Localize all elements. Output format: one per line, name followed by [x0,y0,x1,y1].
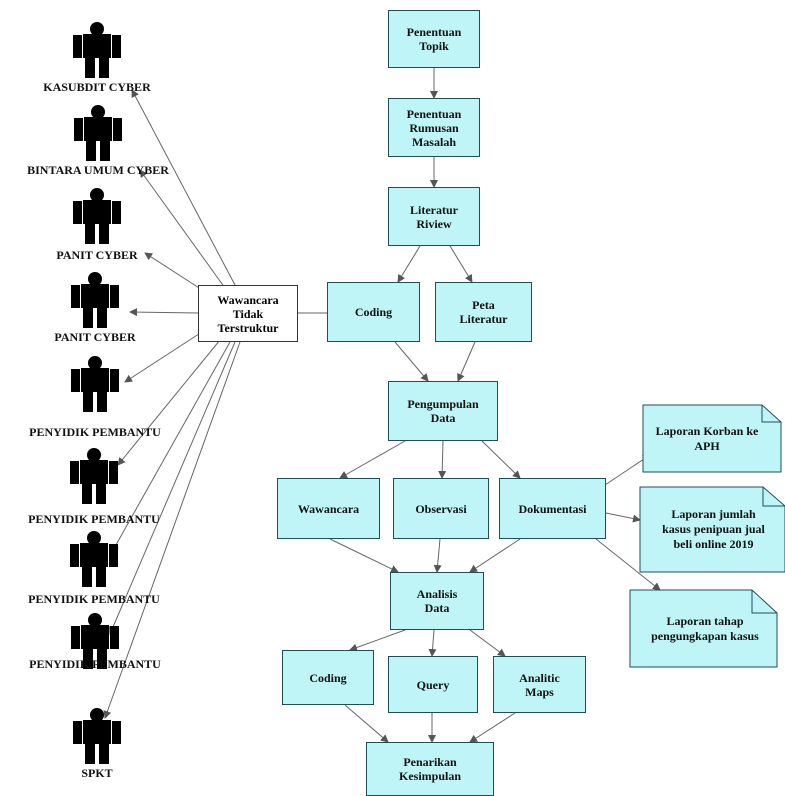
arrow-pengumpulan-dokumentasi [481,440,521,479]
box-label: Peta Literatur [459,298,508,326]
arrow-coding-penarikan [344,704,389,743]
box-wawancara-tidak-terstruktur: Wawancara Tidak Terstruktur [198,285,298,342]
box-query: Query [388,656,478,713]
box-label: Wawancara [297,501,360,516]
box-observasi: Observasi [393,478,489,539]
person-label: PANIT CYBER [54,330,136,344]
box-analisis-data: Analisis Data [390,572,484,630]
person-icon [73,708,121,764]
doc-label: Laporan jumlah kasus penipuan jual beli … [662,507,765,551]
arrow-interview-p5 [124,329,206,383]
arrow-interview-p2 [139,169,226,289]
doc-laporan-tahap: Laporan tahap pengungkapan kasus [630,590,778,667]
box-penarikan-kesimpulan: Penarikan Kesimpulan [366,742,494,796]
arrow-interview-p8 [109,341,236,635]
doc-label: Laporan Korban ke APH [655,423,759,453]
box-label: Pengumpulan Data [407,397,479,425]
box-coding-1: Coding [327,282,420,342]
arrow-analitic-penarikan [469,712,516,743]
arrow-interview-p9 [103,341,241,719]
box-label: Coding [354,305,393,319]
person-icon [73,188,121,244]
arrow-interview-p6 [117,339,221,466]
person-label: SPKT [81,766,113,780]
doc-laporan-jumlah: Laporan jumlah kasus penipuan jual beli … [640,487,785,572]
box-label: Analitic Maps [519,670,560,699]
arrow-observasi-analisis [433,538,442,573]
arrow-interview-p4 [129,308,199,317]
person-icon [70,531,118,587]
arrow-dokumentasi-doc3 [595,538,661,591]
person-label: PANIT CYBER [56,248,138,262]
arrow-analisis-query [428,629,437,657]
doc-shape-2 [639,486,785,573]
arrow-wawancara-analisis [329,538,399,573]
doc-shape-1 [642,404,782,473]
arrow-peta-pengumpulan [457,341,476,382]
person-icon [73,22,121,78]
person-label: PENYIDIK PEMBANTU [29,657,161,671]
person-icon [71,356,119,412]
doc-shape-3 [629,589,778,668]
person-icon [71,613,119,669]
arrow-dokumentasi-doc2 [605,512,641,523]
arrow-coding-pengumpulan [394,341,429,382]
box-pengumpulan-data: Pengumpulan Data [388,381,498,441]
box-analitic-maps: Analitic Maps [493,656,586,713]
arrow-interview-p7 [111,341,231,553]
person-label: KASUBDIT CYBER [43,80,151,94]
person-label: PENYIDIK PEMBANTU [29,425,161,439]
box-label: Analisis Data [416,587,458,615]
person-label: PENYIDIK PEMBANTU [28,592,160,606]
arrow-riview-coding [397,245,421,283]
arrow-analisis-analitic [469,629,506,657]
person-label: BINTARA UMUM CYBER [27,163,169,177]
box-label: Observasi [415,501,467,516]
box-label: Query [416,677,450,692]
doc-label: Laporan tahap pengungkapan kasus [651,613,759,643]
person-label: PENYIDIK PEMBANTU [28,512,160,526]
box-label: Penentuan Topik [406,25,462,53]
person-icon [71,272,119,328]
arrow-interview-p1 [131,89,236,286]
box-dokumentasi: Dokumentasi [499,478,606,539]
box-wawancara: Wawancara [277,478,380,539]
person-icon [70,448,118,504]
box-label: Literatur Riview [410,202,458,231]
box-coding-2: Coding [282,650,374,705]
box-label: Penarikan Kesimpulan [398,755,461,783]
box-label: Penentuan Rumusan Masalah [406,106,462,149]
person-icon [74,105,122,161]
box-penentuan-rumusan: Penentuan Rumusan Masalah [388,98,480,157]
box-peta-literatur: Peta Literatur [435,282,532,342]
arrow-dokumentasi-analisis [469,538,521,573]
box-label: Coding [309,670,347,685]
arrow-analisis-coding [349,629,406,652]
arrow-pengumpulan-wawancara [339,440,406,479]
box-literatur-riview: Literatur Riview [388,187,480,246]
doc-laporan-korban: Laporan Korban ke APH [643,405,783,472]
arrow-pengumpulan-observasi [438,440,447,479]
box-penentuan-topik: Penentuan Topik [388,10,480,68]
interview-label: Wawancara Tidak Terstruktur [217,292,279,335]
arrow-riview-peta [449,245,473,283]
box-label: Dokumentasi [518,501,587,516]
